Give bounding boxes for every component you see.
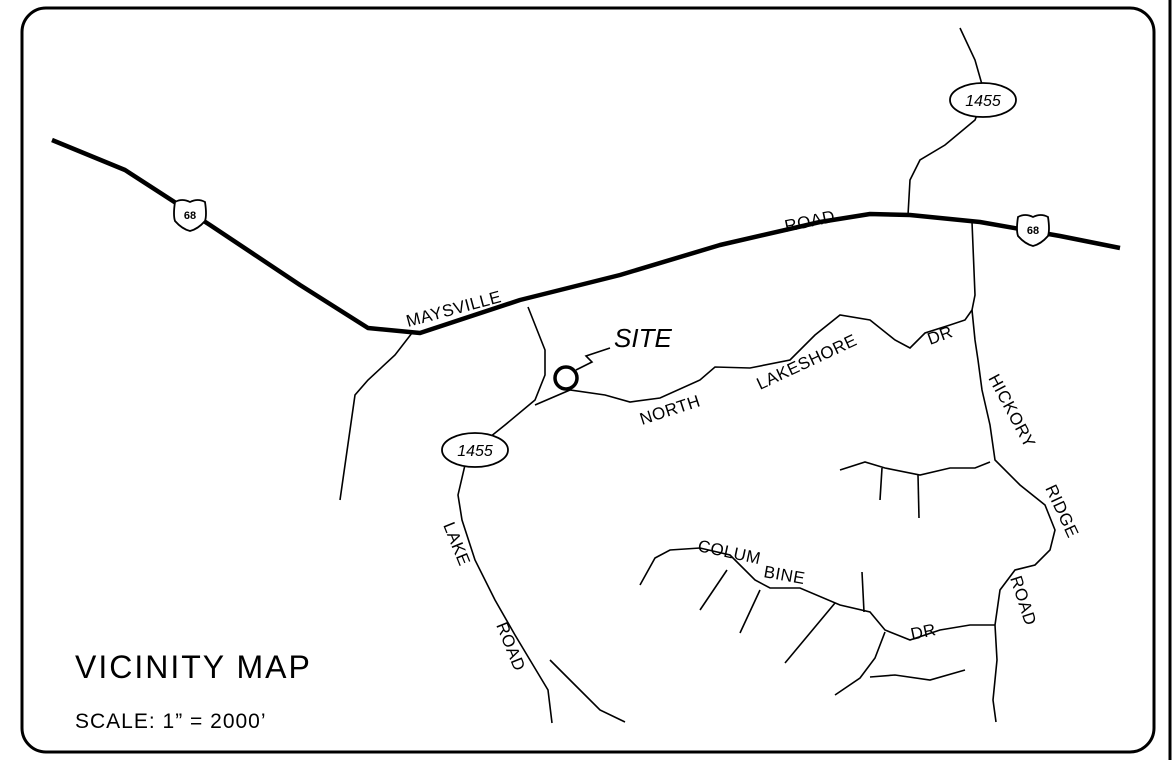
road-label-lakeshore: LAKESHORE — [754, 331, 860, 394]
north-lakeshore-dr — [534, 221, 976, 406]
columbine-branch — [861, 571, 865, 613]
road-label-maysville: MAYSVILLE — [404, 287, 503, 331]
state-route-oval-icon: 1455 — [441, 432, 509, 468]
columbine-branch — [699, 569, 728, 611]
columbine-branch — [834, 631, 886, 696]
spur-branch — [917, 474, 920, 519]
route-number: 1455 — [965, 93, 1001, 110]
lake-road — [457, 306, 553, 724]
columbine-branch — [869, 669, 966, 681]
west-road — [339, 332, 413, 501]
maysville-road — [51, 137, 1121, 336]
hickory-ridge-road — [971, 309, 1056, 723]
state-route-oval-icon: 1455 — [949, 82, 1017, 118]
map-scale: SCALE: 1” = 2000’ — [75, 710, 267, 733]
road-label-dr: DR — [925, 322, 956, 349]
route-number: 1455 — [457, 443, 493, 460]
east-spur-road — [839, 461, 991, 476]
site-leader-line — [575, 347, 611, 371]
road-label-bine: BINE — [762, 562, 806, 588]
site-marker-icon — [553, 365, 579, 391]
road-label-north: NORTH — [637, 391, 702, 428]
road-label-lake: LAKE — [439, 519, 474, 568]
road-label-road: ROAD — [492, 619, 529, 674]
map-title: VICINITY MAP — [75, 649, 312, 685]
road-label-colum: COLUM — [696, 536, 762, 568]
road-label-road: ROAD — [1006, 573, 1040, 627]
route-1455-north — [907, 27, 986, 216]
road-label-dr: DR — [909, 620, 938, 644]
us-route-shield-icon: 68 — [173, 199, 207, 232]
shield-number: 68 — [184, 210, 196, 222]
south-spur-road — [549, 659, 626, 723]
map-border — [20, 6, 1156, 754]
road-label-road: ROAD — [783, 207, 837, 236]
spur-branch — [879, 467, 883, 501]
site-label: SITE — [614, 323, 672, 353]
shield-number: 68 — [1027, 225, 1039, 237]
us-route-shield-icon: 68 — [1016, 214, 1050, 247]
columbine-branch — [739, 589, 761, 634]
columbine-branch — [784, 602, 836, 664]
columbine-dr — [639, 547, 995, 641]
